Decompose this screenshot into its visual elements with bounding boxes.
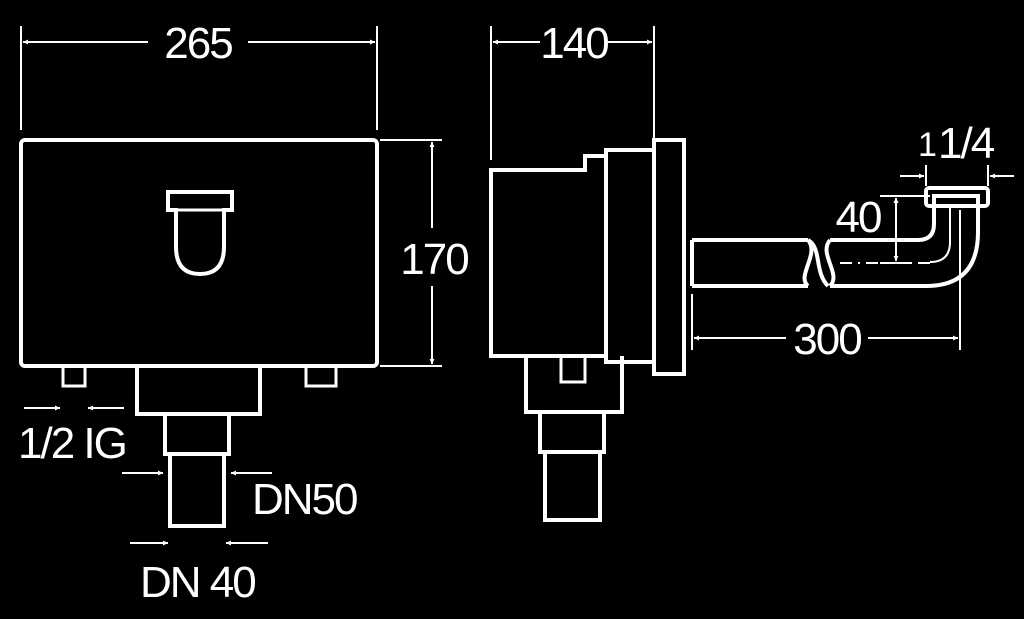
- side-outlet-pipe: [543, 450, 602, 522]
- pipe-break-right: [824, 238, 836, 288]
- side-outlet-body: [524, 356, 624, 414]
- side-body: [489, 154, 608, 358]
- right-stub: [304, 364, 338, 388]
- connection-pipe-left: [690, 238, 808, 288]
- dim-front-width: 265: [164, 19, 232, 68]
- side-dimensions: 140 300 40 1 1/4: [490, 19, 1014, 364]
- outlet-body: [135, 366, 262, 416]
- front-view: [19, 138, 379, 528]
- pipe-break-left-back: [802, 238, 814, 288]
- pipe-bend-inner: [929, 208, 951, 263]
- dim-thread-prefix: 1: [918, 126, 936, 164]
- side-cover-plate: [652, 138, 686, 376]
- side-outlet-notch: [559, 354, 587, 384]
- connection-pipe-bend: [830, 194, 980, 288]
- side-view: [489, 138, 990, 522]
- water-inlet-stub: [61, 364, 87, 388]
- side-outlet-adapter: [538, 410, 606, 454]
- dim-front-height: 170: [400, 235, 468, 284]
- dim-water-inlet: 1/2 IG: [18, 419, 126, 468]
- front-dimensions: 265 170 1/2 IG DN50 DN 40: [18, 19, 470, 607]
- dim-connection-length: 300: [793, 315, 861, 364]
- side-frame: [604, 148, 656, 364]
- flush-window: [166, 190, 234, 277]
- dim-inner-outlet: DN 40: [140, 558, 255, 607]
- dim-side-depth: 140: [540, 19, 608, 68]
- housing-front: [19, 138, 379, 368]
- dim-offset-height: 40: [836, 193, 881, 242]
- outlet-adapter: [163, 412, 231, 456]
- dim-thread-fraction: 1/4: [938, 119, 995, 168]
- outlet-pipe: [168, 452, 226, 528]
- dim-outer-outlet: DN50: [252, 475, 357, 524]
